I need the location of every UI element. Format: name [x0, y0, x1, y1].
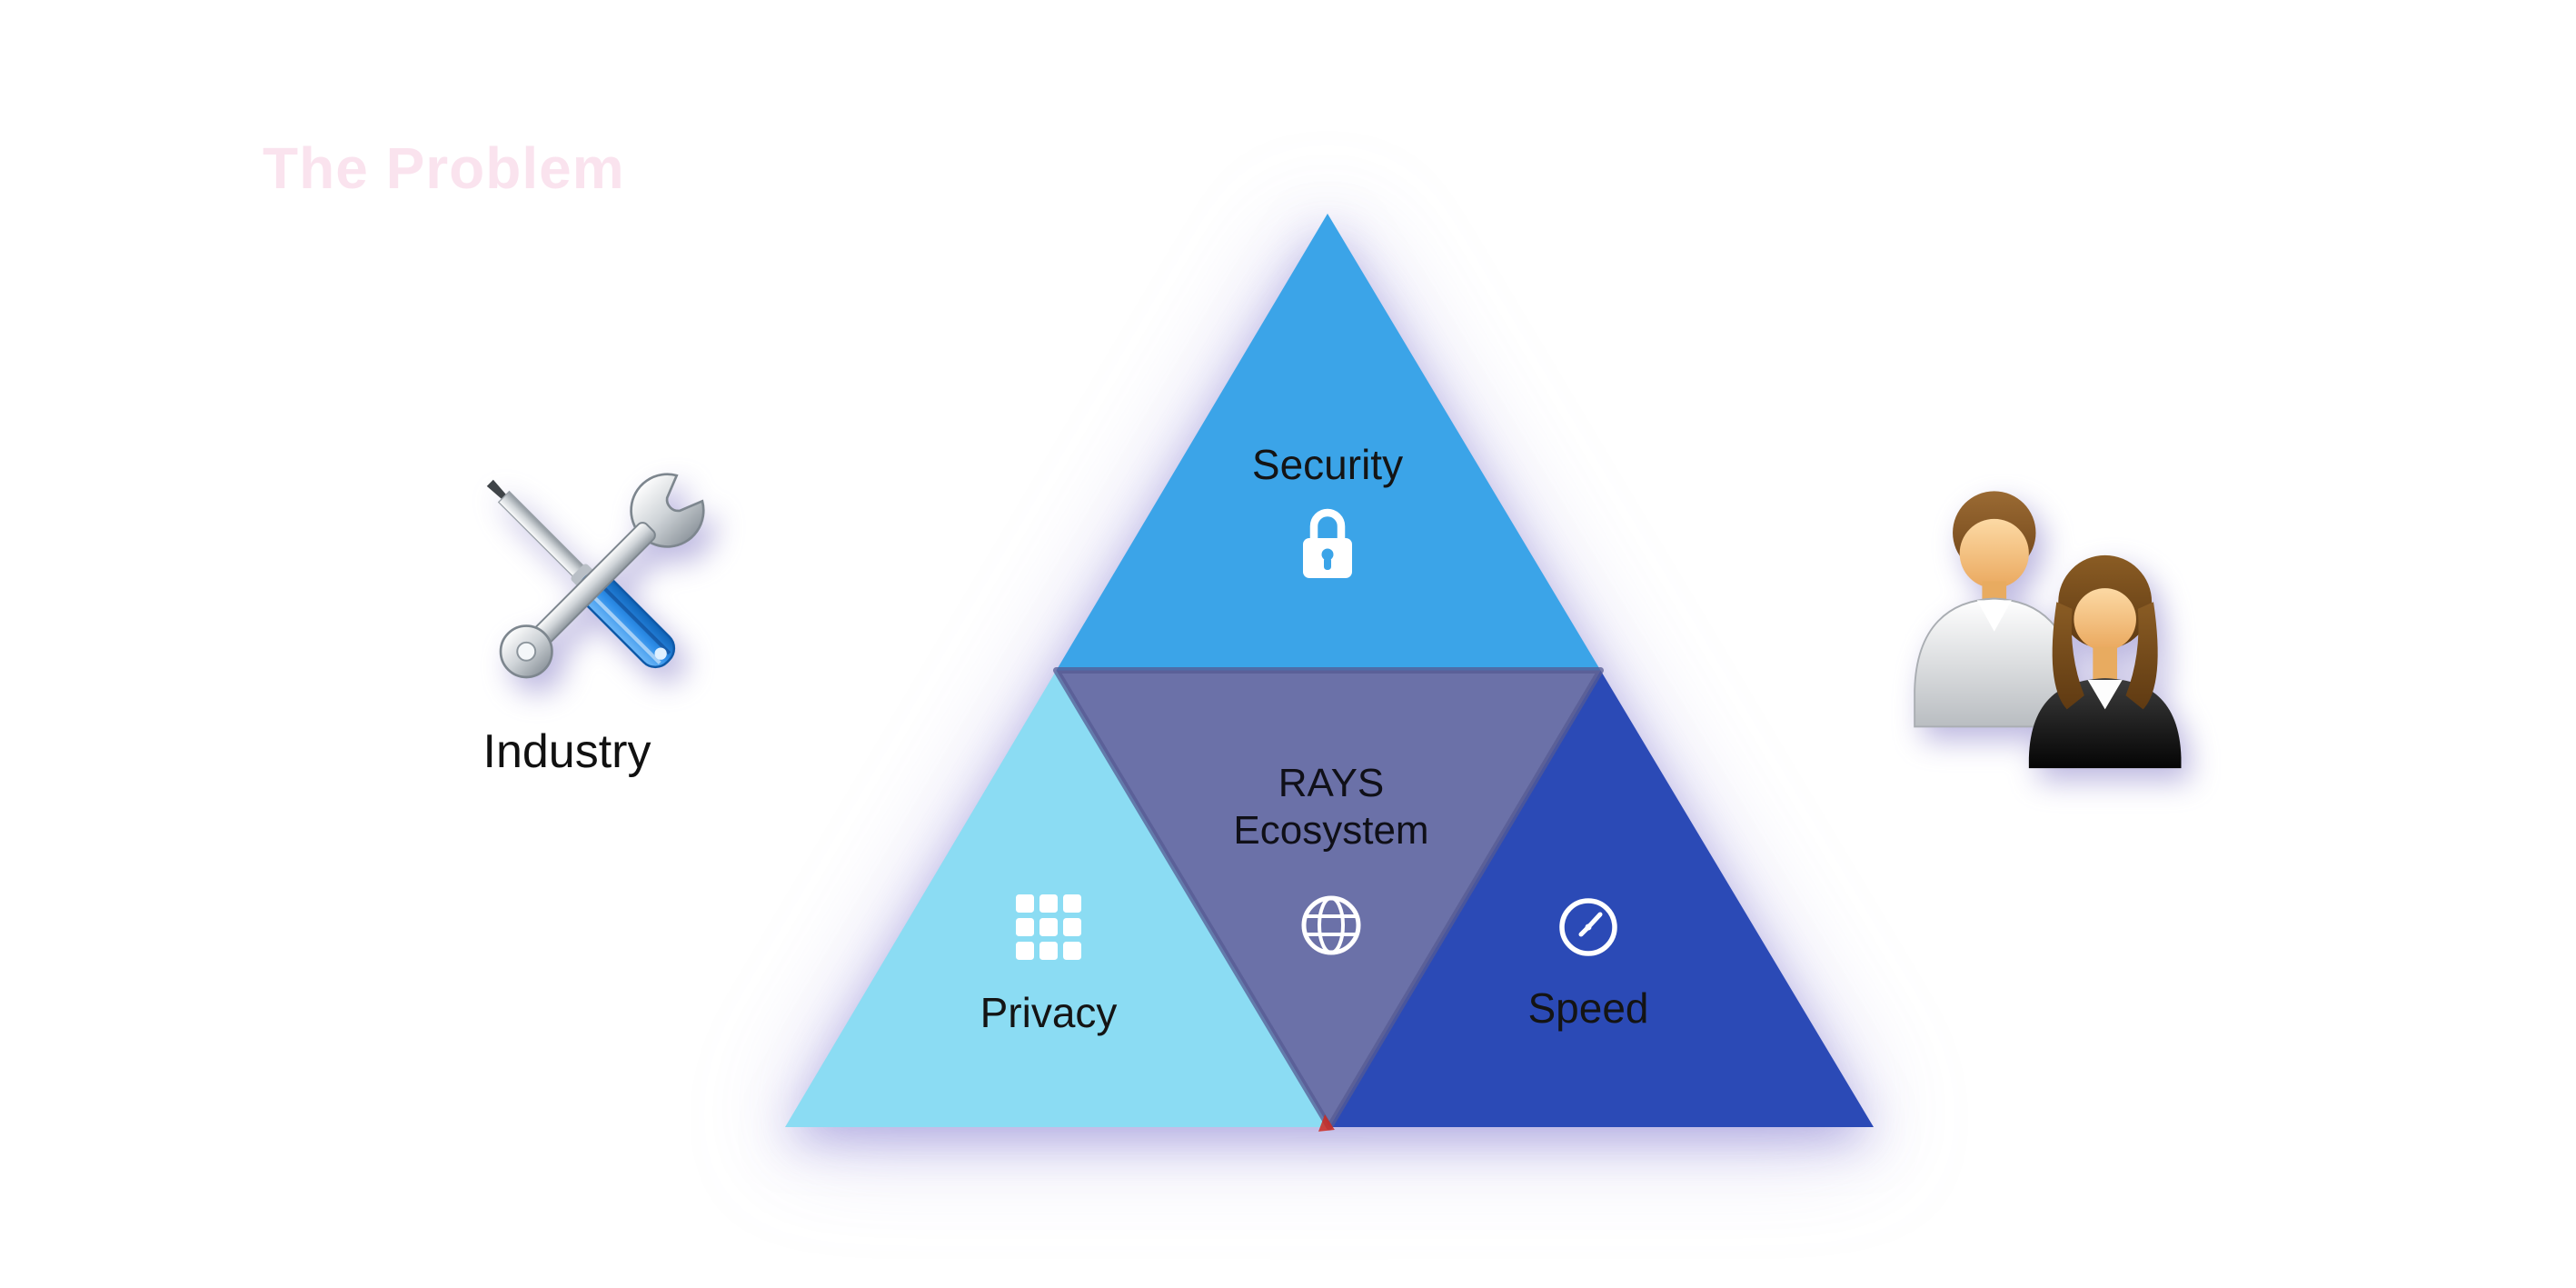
man-shirt — [1976, 600, 2012, 632]
woman-blouse — [2087, 680, 2123, 710]
grid-cell — [1016, 918, 1034, 936]
privacy-label: Privacy — [980, 989, 1118, 1036]
woman-neck — [2093, 646, 2117, 682]
grid-cell — [1063, 894, 1081, 913]
lock-icon — [1303, 508, 1352, 578]
ecosystem-label-line1: RAYS — [1278, 761, 1385, 805]
handle-groove — [591, 574, 671, 655]
woman-hair-right — [2125, 602, 2158, 710]
man-figure — [1914, 491, 2075, 728]
clock-icon — [1559, 898, 1617, 956]
grid-cell — [1063, 942, 1081, 960]
screwdriver-tip — [486, 479, 508, 501]
screwdriver-ferrule — [571, 564, 594, 587]
security-triangle — [1056, 214, 1601, 671]
clock-face — [1559, 898, 1617, 956]
lock-shackle — [1309, 508, 1346, 541]
wrench-end-hole — [516, 641, 537, 662]
tools-icon — [486, 473, 705, 679]
industry-label: Industry — [482, 725, 651, 778]
handle-hole — [654, 647, 667, 660]
slide-title: The Problem — [263, 135, 625, 201]
grid-cell — [1039, 918, 1058, 936]
grid-cell — [1039, 894, 1058, 913]
handle-highlight — [582, 584, 661, 664]
red-mark-artifact — [1317, 1113, 1335, 1132]
woman-face — [2074, 588, 2136, 651]
ecosystem-label: RAYS Ecosystem — [1233, 760, 1428, 854]
wrench — [499, 473, 705, 679]
woman-hair-left — [2052, 602, 2084, 710]
globe-meridian — [1318, 896, 1345, 954]
globe-outline — [1301, 895, 1361, 955]
lock-keyhole-stem — [1324, 557, 1331, 570]
grid-cell — [1016, 942, 1034, 960]
screwdriver-shaft — [497, 490, 587, 580]
clock-center-dot — [1585, 924, 1592, 931]
security-label: Security — [1251, 441, 1404, 488]
grid-cell — [1063, 918, 1081, 936]
screwdriver — [486, 479, 676, 669]
lock-keyhole — [1321, 548, 1334, 561]
grid-icon — [1016, 894, 1081, 960]
woman-figure — [2028, 554, 2182, 769]
speed-triangle — [1329, 670, 1874, 1127]
grid-cell — [1016, 894, 1034, 913]
people-icon — [1914, 491, 2182, 769]
man-face — [1959, 518, 2029, 589]
grid-cell — [1039, 942, 1058, 960]
ecosystem-label-line2: Ecosystem — [1233, 808, 1429, 853]
globe-icon — [1301, 895, 1361, 955]
speed-label: Speed — [1527, 984, 1649, 1032]
pyramid-diagram — [785, 214, 1874, 1131]
